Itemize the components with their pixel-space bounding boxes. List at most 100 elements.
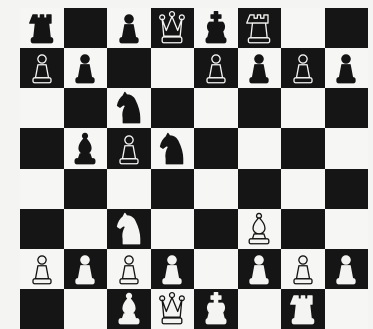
pawn-icon: [242, 50, 276, 86]
white-pawn-c2[interactable]: [112, 251, 146, 287]
square-c2[interactable]: [107, 249, 151, 289]
square-f6[interactable]: [238, 88, 282, 128]
pawn-icon: [68, 251, 102, 287]
square-b6[interactable]: [64, 88, 108, 128]
square-c6[interactable]: [107, 88, 151, 128]
black-knight-d5[interactable]: [155, 131, 189, 167]
square-e1[interactable]: [194, 289, 238, 329]
square-h8[interactable]: [325, 8, 369, 48]
square-a1[interactable]: [20, 289, 64, 329]
black-pawn-c5[interactable]: [112, 131, 146, 167]
square-b1[interactable]: [64, 289, 108, 329]
square-a6[interactable]: [20, 88, 64, 128]
square-d4[interactable]: [151, 169, 195, 209]
square-d2[interactable]: [151, 249, 195, 289]
white-king-e1[interactable]: [199, 291, 233, 327]
square-e5[interactable]: [194, 128, 238, 168]
square-e2[interactable]: [194, 249, 238, 289]
white-pawn-d2[interactable]: [155, 251, 189, 287]
white-bishop-f3[interactable]: [242, 211, 276, 247]
square-f7[interactable]: [238, 48, 282, 88]
black-pawn-c8[interactable]: [112, 10, 146, 46]
pawn-icon: [286, 50, 320, 86]
white-pawn-a2[interactable]: [25, 251, 59, 287]
square-a4[interactable]: [20, 169, 64, 209]
black-king-e8[interactable]: [199, 10, 233, 46]
square-h5[interactable]: [325, 128, 369, 168]
black-pawn-e7[interactable]: [199, 50, 233, 86]
square-a2[interactable]: [20, 249, 64, 289]
square-a8[interactable]: [20, 8, 64, 48]
square-f4[interactable]: [238, 169, 282, 209]
square-c8[interactable]: [107, 8, 151, 48]
square-g2[interactable]: [281, 249, 325, 289]
square-f5[interactable]: [238, 128, 282, 168]
black-pawn-a7[interactable]: [25, 50, 59, 86]
board-margin: [64, 0, 108, 8]
square-d6[interactable]: [151, 88, 195, 128]
square-e3[interactable]: [194, 209, 238, 249]
square-a3[interactable]: [20, 209, 64, 249]
white-pawn-h2[interactable]: [329, 251, 363, 287]
square-h2[interactable]: [325, 249, 369, 289]
square-d8[interactable]: [151, 8, 195, 48]
square-e8[interactable]: [194, 8, 238, 48]
square-c1[interactable]: [107, 289, 151, 329]
board-margin: [368, 249, 373, 289]
square-h3[interactable]: [325, 209, 369, 249]
white-bishop-c1[interactable]: [112, 291, 146, 327]
square-c4[interactable]: [107, 169, 151, 209]
square-f2[interactable]: [238, 249, 282, 289]
square-g5[interactable]: [281, 128, 325, 168]
square-h1[interactable]: [325, 289, 369, 329]
pawn-icon: [199, 50, 233, 86]
square-g6[interactable]: [281, 88, 325, 128]
square-g8[interactable]: [281, 8, 325, 48]
black-pawn-h7[interactable]: [329, 50, 363, 86]
black-knight-c6[interactable]: [112, 90, 146, 126]
square-d5[interactable]: [151, 128, 195, 168]
white-pawn-f2[interactable]: [242, 251, 276, 287]
black-rook-a8[interactable]: [25, 10, 59, 46]
square-f8[interactable]: [238, 8, 282, 48]
square-b3[interactable]: [64, 209, 108, 249]
square-c3[interactable]: [107, 209, 151, 249]
white-pawn-g2[interactable]: [286, 251, 320, 287]
square-e6[interactable]: [194, 88, 238, 128]
white-queen-d1[interactable]: [155, 291, 189, 327]
square-a5[interactable]: [20, 128, 64, 168]
square-d3[interactable]: [151, 209, 195, 249]
black-pawn-b7[interactable]: [68, 50, 102, 86]
square-g3[interactable]: [281, 209, 325, 249]
square-g1[interactable]: [281, 289, 325, 329]
square-b2[interactable]: [64, 249, 108, 289]
black-queen-d8[interactable]: [155, 10, 189, 46]
white-rook-g1[interactable]: [286, 291, 320, 327]
white-pawn-b2[interactable]: [68, 251, 102, 287]
square-h7[interactable]: [325, 48, 369, 88]
square-e7[interactable]: [194, 48, 238, 88]
square-c7[interactable]: [107, 48, 151, 88]
square-g4[interactable]: [281, 169, 325, 209]
black-pawn-f7[interactable]: [242, 50, 276, 86]
square-b7[interactable]: [64, 48, 108, 88]
square-g7[interactable]: [281, 48, 325, 88]
square-c5[interactable]: [107, 128, 151, 168]
square-a7[interactable]: [20, 48, 64, 88]
board-margin: [0, 8, 20, 48]
square-h4[interactable]: [325, 169, 369, 209]
square-b5[interactable]: [64, 128, 108, 168]
square-f3[interactable]: [238, 209, 282, 249]
square-e4[interactable]: [194, 169, 238, 209]
black-bishop-b5[interactable]: [68, 131, 102, 167]
square-b4[interactable]: [64, 169, 108, 209]
white-knight-c3[interactable]: [112, 211, 146, 247]
square-b8[interactable]: [64, 8, 108, 48]
pawn-icon: [242, 251, 276, 287]
square-d7[interactable]: [151, 48, 195, 88]
square-h6[interactable]: [325, 88, 369, 128]
square-f1[interactable]: [238, 289, 282, 329]
black-pawn-g7[interactable]: [286, 50, 320, 86]
square-d1[interactable]: [151, 289, 195, 329]
black-rook-f8[interactable]: [242, 10, 276, 46]
